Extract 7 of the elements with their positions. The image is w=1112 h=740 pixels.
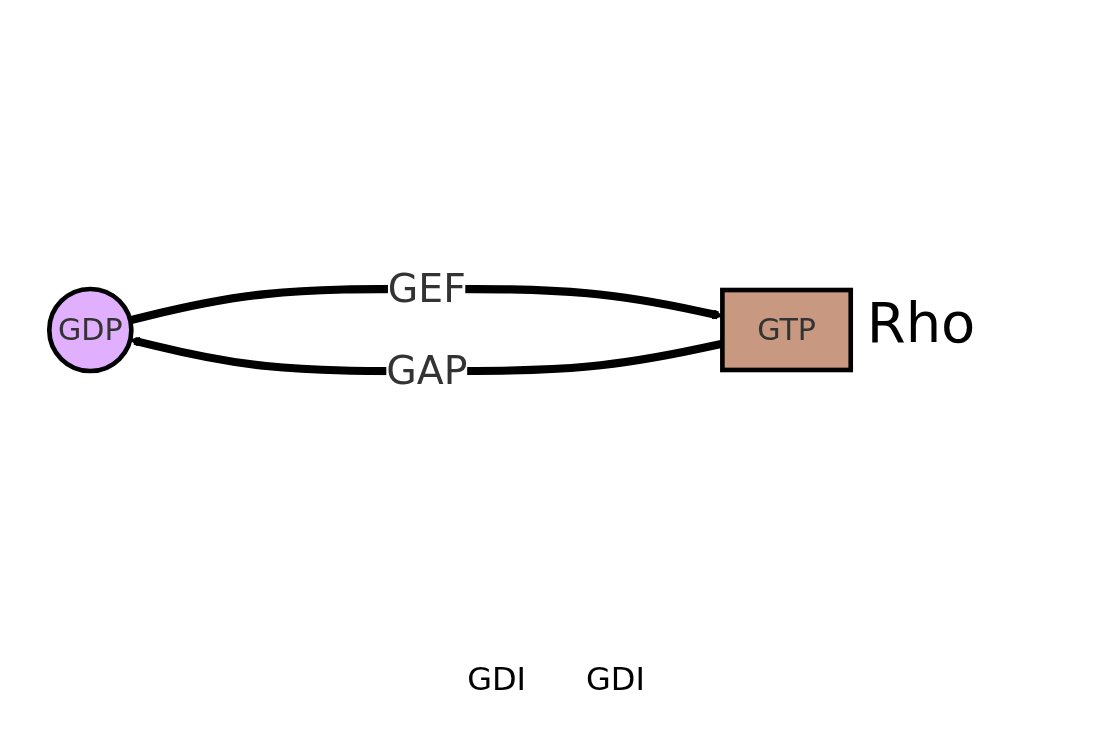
protein-label: Rho [866,290,976,355]
inhibitor-label: GDI [467,660,526,698]
node-box: GTP [720,287,854,373]
edge-label: GEF [387,265,466,312]
inhibitor-label: GDI [586,660,645,698]
node-circle: GDP [46,286,134,374]
edge-label: GAP [386,347,468,394]
